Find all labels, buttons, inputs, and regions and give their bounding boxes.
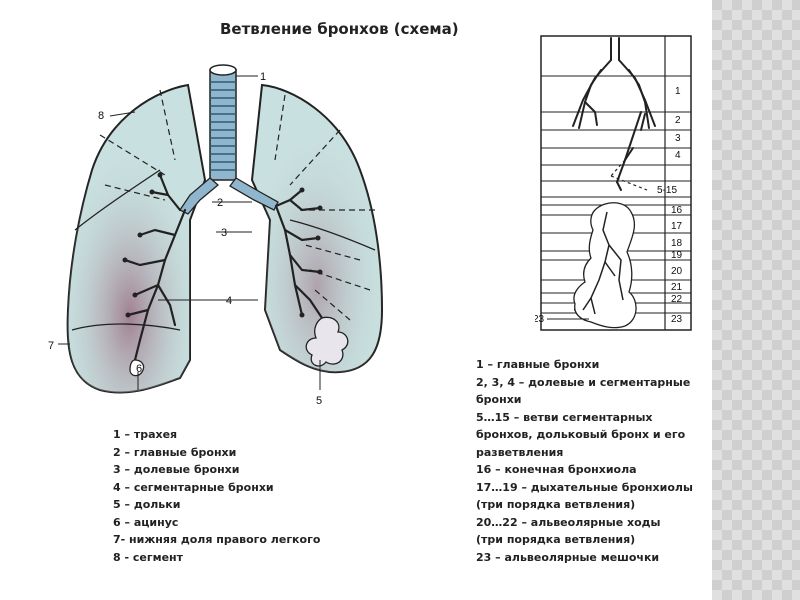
- callout-7: 7: [48, 340, 54, 352]
- slide-title: Ветвление бронхов (схема): [220, 20, 459, 38]
- legend-line: 16 – конечная бронхиола: [476, 463, 637, 476]
- lobule-shape: [305, 316, 349, 367]
- legend-line: 2, 3, 4 – долевые и сегментарные: [476, 375, 691, 389]
- trachea-shape: [209, 64, 237, 181]
- row-label-21: 21: [671, 282, 683, 293]
- row-label-19: 19: [671, 250, 683, 261]
- tree-legend: 1 – главные бронхи 2, 3, 4 – долевые и с…: [476, 356, 693, 566]
- row-label-5-15: 5-15: [657, 185, 677, 196]
- row-label-23: 23: [671, 314, 683, 325]
- legend-line: 4 – сегментарные бронхи: [113, 480, 274, 494]
- decorative-side-band: [712, 0, 800, 600]
- legend-line: бронхов, дольковый бронх и его: [476, 428, 686, 441]
- row-label-18: 18: [671, 238, 683, 249]
- branching-tree-diagram: 1 2 3 4 5-15 16 17 18 19 20 21 22 23 23: [535, 35, 692, 331]
- row-label-17: 17: [671, 221, 683, 232]
- callout-3: 3: [221, 227, 227, 239]
- legend-line: 8 - сегмент: [113, 550, 184, 564]
- row-label-22: 22: [671, 294, 683, 305]
- legend-line: 17…19 – дыхательные бронхиолы: [476, 480, 693, 494]
- acinus-shape: [129, 359, 145, 377]
- legend-line: 6 – ацинус: [113, 515, 179, 529]
- legend-line: 3 – долевые бронхи: [113, 463, 240, 476]
- callout-5: 5: [316, 395, 322, 407]
- row-label-3: 3: [675, 133, 681, 144]
- row-label-20: 20: [671, 266, 683, 277]
- callout-4: 4: [226, 295, 232, 307]
- callout-6: 6: [136, 363, 142, 375]
- legend-line: 2 – главные бронхи: [113, 445, 237, 459]
- lung-legend: 1 – трахея 2 – главные бронхи 3 – долевы…: [113, 426, 320, 566]
- callout-2: 2: [217, 197, 223, 209]
- callout-8: 8: [98, 110, 104, 122]
- legend-line: разветвления: [476, 445, 564, 459]
- legend-line: 5 – дольки: [113, 498, 181, 511]
- callout-1: 1: [260, 71, 266, 83]
- row-label-1: 1: [675, 86, 681, 97]
- row-label-2: 2: [675, 115, 681, 126]
- legend-line: (три порядка ветвления): [476, 533, 636, 546]
- legend-line: бронхи: [476, 393, 522, 406]
- row-label-4: 4: [675, 150, 681, 161]
- legend-line: 5…15 – ветви сегментарных: [476, 410, 653, 424]
- legend-line: 1 – трахея: [113, 428, 178, 441]
- lung-diagram: 1 2 3 4 5 6 7 8: [48, 64, 384, 407]
- left-label-23: 23: [535, 314, 545, 325]
- row-label-16: 16: [671, 205, 683, 216]
- legend-line: (три порядка ветвления): [476, 498, 636, 511]
- legend-line: 20…22 – альвеолярные ходы: [476, 515, 661, 529]
- legend-line: 23 – альвеолярные мешочки: [476, 550, 660, 564]
- bronchial-tree: [179, 177, 279, 215]
- legend-line: 7- нижняя доля правого легкого: [113, 533, 321, 546]
- legend-line: 1 – главные бронхи: [476, 358, 600, 371]
